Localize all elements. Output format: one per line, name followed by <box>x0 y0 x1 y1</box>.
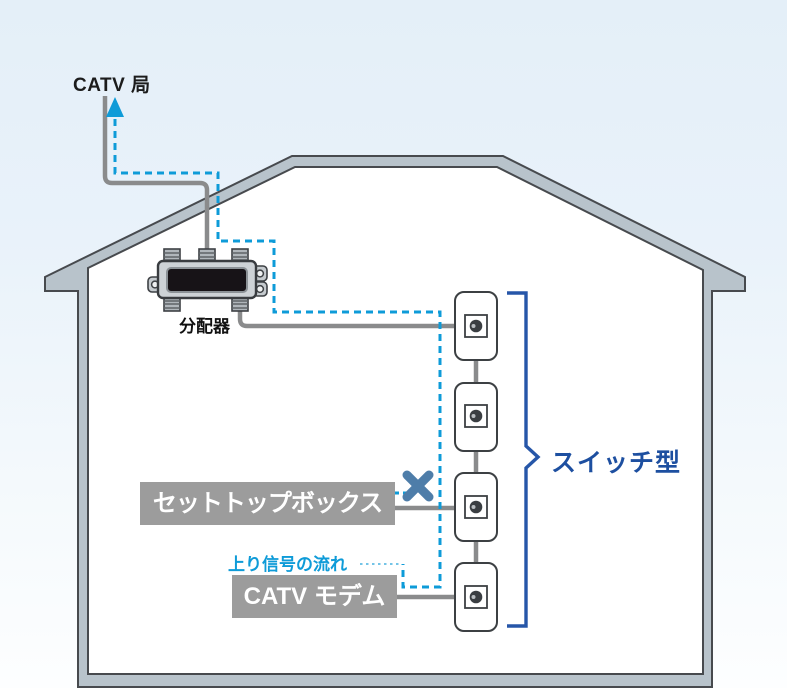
catv-office-label: CATV 局 <box>73 75 151 96</box>
splitter-terminal-ribs <box>164 252 248 309</box>
blocked-x-icon <box>402 470 434 502</box>
catv-modem-label: CATV モデム <box>232 575 397 618</box>
upstream-arrow-icon <box>106 97 124 117</box>
upstream-signal-path <box>113 119 442 589</box>
upstream-flow-label: 上り信号の流れ <box>228 555 347 574</box>
coax-cables <box>102 96 479 600</box>
wall-outlets <box>454 291 498 632</box>
cable-splitter-to-outlet1 <box>237 308 458 329</box>
splitter-face <box>166 267 248 293</box>
set-top-box-label: セットトップボックス <box>140 482 395 525</box>
cable-office-to-splitter <box>102 96 210 252</box>
house-outline <box>44 155 746 688</box>
switch-type-label: スイッチ型 <box>551 449 682 477</box>
switch-type-bracket <box>507 291 541 628</box>
wall-outlet-2 <box>454 382 498 452</box>
wall-outlet-3 <box>454 472 498 542</box>
wall-outlet-1 <box>454 291 498 361</box>
wall-outlet-4 <box>454 562 498 632</box>
splitter-device <box>147 248 268 312</box>
splitter-label: 分配器 <box>179 317 230 336</box>
